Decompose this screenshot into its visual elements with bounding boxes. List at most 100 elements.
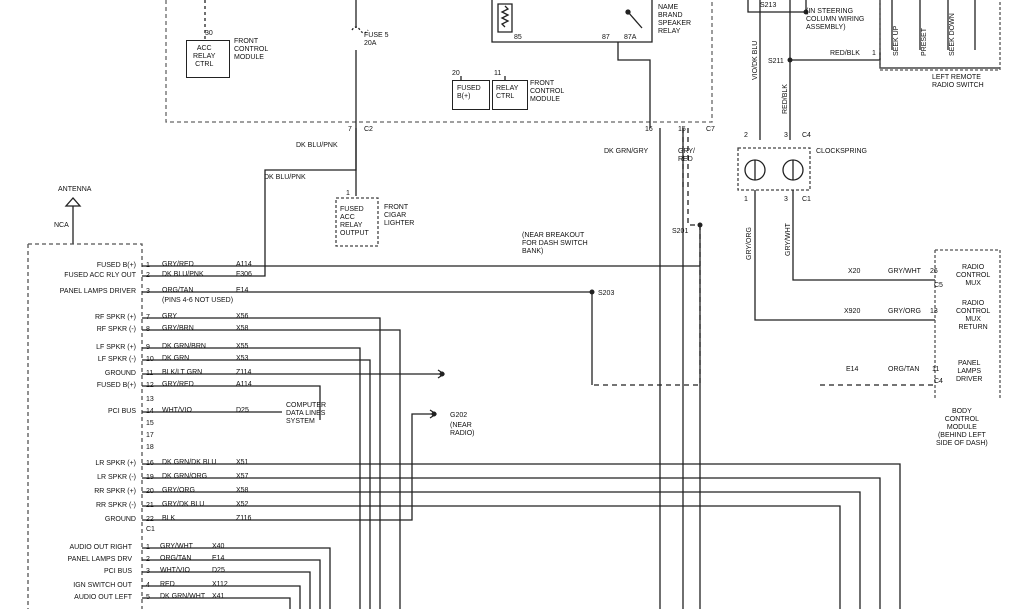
pin-20: 20 bbox=[452, 70, 460, 77]
nca-label: NCA bbox=[54, 222, 69, 229]
wire-gry-wht-vert: GRY/WHT bbox=[785, 223, 792, 256]
radio-c2-pin-number: 4 bbox=[146, 582, 150, 589]
bcm-x20: X20 bbox=[848, 268, 861, 275]
radio-pin-circuit: F306 bbox=[236, 271, 252, 278]
radio-pin-number: 3 bbox=[146, 288, 150, 295]
c4-pin-3: 3 bbox=[784, 132, 788, 139]
radio-c2-pin-wire-color: DK GRN/WHT bbox=[160, 593, 206, 600]
radio-pin-number: 14 bbox=[146, 408, 154, 415]
radio-pin-wire-color: WHT/VIO bbox=[162, 407, 192, 414]
s213-label: S213 bbox=[760, 2, 777, 9]
wire-dk-blu-pnk: DK BLU/PNK bbox=[296, 142, 338, 149]
front-cigar-lighter: FRONT CIGAR LIGHTER bbox=[384, 204, 415, 227]
radio-c2-pin-label: AUDIO OUT LEFT bbox=[74, 594, 132, 601]
bcm-c4: C4 bbox=[934, 378, 943, 385]
radio-pin-circuit: A114 bbox=[236, 381, 252, 388]
radio-pin-number: 17 bbox=[146, 432, 154, 439]
wire-gry-red: GRY/ RED bbox=[678, 148, 695, 163]
radio-c2-pin-circuit: X40 bbox=[212, 543, 225, 550]
wire-relay-87a bbox=[617, 42, 651, 128]
switch-seek-up[interactable]: SEEK UP bbox=[893, 25, 900, 56]
wire-dk-blu-pnk-c2 bbox=[264, 112, 357, 265]
radio-pin-label: PCI BUS bbox=[107, 408, 136, 415]
radio-pin-number: 11 bbox=[146, 370, 154, 377]
radio-pin-wire-color: GRY/RED bbox=[162, 381, 194, 388]
antenna-label: ANTENNA bbox=[58, 186, 92, 193]
radio-outline bbox=[27, 243, 143, 609]
radio-c2-pin-label: PANEL LAMPS DRV bbox=[67, 556, 132, 563]
radio-pin-wire-color: DK BLU/PNK bbox=[162, 271, 204, 278]
panel-lamps-driver: PANEL LAMPS DRIVER bbox=[956, 360, 983, 383]
radio-pin-number: 22 bbox=[146, 516, 154, 523]
fused-b-box: FUSED B(+) bbox=[452, 80, 490, 110]
c1-pin-1: 1 bbox=[744, 196, 748, 203]
radio-pin-number: 15 bbox=[146, 420, 154, 427]
remote-switch-box bbox=[879, 0, 1001, 71]
pin-87a: 87A bbox=[624, 34, 637, 41]
acc-relay-ctrl-label: ACC RELAY CTRL bbox=[193, 45, 216, 68]
radio-pin-number: 2 bbox=[146, 272, 150, 279]
pin-11: 11 bbox=[494, 70, 502, 77]
radio-pin-circuit: X57 bbox=[236, 473, 249, 480]
radio-pin-label: LR SPKR (+) bbox=[95, 460, 136, 467]
left-remote-label: LEFT REMOTE RADIO SWITCH bbox=[932, 74, 984, 89]
radio-pin-wire-color: GRY/BRN bbox=[162, 325, 194, 332]
radio-pin-number: 9 bbox=[146, 344, 150, 351]
c1-label: C1 bbox=[802, 196, 811, 203]
fused-b-label: FUSED B(+) bbox=[457, 85, 481, 100]
radio-pin-number: 21 bbox=[146, 502, 154, 509]
radio-c2-pin-circuit: X112 bbox=[212, 581, 228, 588]
relay-box-outline bbox=[491, 0, 653, 43]
radio-pin-label: LF SPKR (+) bbox=[96, 344, 136, 351]
pin-30: 30 bbox=[205, 30, 213, 37]
radio-pin-circuit: X56 bbox=[236, 313, 249, 320]
switch-preset[interactable]: PRESET bbox=[921, 27, 928, 56]
radio-pin-wire-color: GRY bbox=[162, 313, 178, 320]
radio-c2-pin-number: 5 bbox=[146, 594, 150, 601]
wire-red-blk-vert-label: RED/BLK bbox=[782, 84, 789, 114]
radio-pin-number: 16 bbox=[146, 460, 154, 467]
radio-pin-circuit: X52 bbox=[236, 501, 249, 508]
c1-pin-3: 3 bbox=[784, 196, 788, 203]
radio-pin-label: FUSED B(+) bbox=[96, 382, 136, 389]
radio-pin-wire-color: BLK bbox=[162, 515, 176, 522]
radio-pin-number: 10 bbox=[146, 356, 154, 363]
front-control-module-outline bbox=[165, 0, 713, 123]
radio-pin-wire-color: ORG/TAN bbox=[162, 287, 194, 294]
pin-87: 87 bbox=[602, 34, 610, 41]
relay-inner bbox=[497, 3, 513, 33]
radio-pin-wire-color: DK GRN bbox=[162, 355, 190, 362]
bcm-pin-11: 11 bbox=[932, 366, 940, 373]
s203-label: S203 bbox=[598, 290, 615, 297]
g202-note: (NEAR RADIO) bbox=[450, 422, 475, 437]
radio-c2-pin-wire-color: RED bbox=[160, 581, 175, 588]
radio-pin-number: 8 bbox=[146, 326, 150, 333]
radio-c2-pin-number: 2 bbox=[146, 556, 150, 563]
bcm-e14: E14 bbox=[846, 366, 859, 373]
radio-pin-wire-color: GRY/RED bbox=[162, 261, 194, 268]
radio-pin-circuit: A114 bbox=[236, 261, 252, 268]
pin-85: 85 bbox=[514, 34, 522, 41]
relay-ctrl-box: RELAY CTRL bbox=[492, 80, 528, 110]
switch-seek-down[interactable]: SEEK DOWN bbox=[949, 13, 956, 56]
bcm-x920: X920 bbox=[844, 308, 861, 315]
radio-c2-pin-label: AUDIO OUT RIGHT bbox=[69, 544, 132, 551]
c4-pin-2: 2 bbox=[744, 132, 748, 139]
radio-pin-circuit: X58 bbox=[236, 487, 249, 494]
c4-label: C4 bbox=[802, 132, 811, 139]
body-control-module-label: BODY CONTROL MODULE (BEHIND LEFT SIDE OF… bbox=[936, 408, 988, 447]
c7-label: C7 bbox=[706, 126, 715, 133]
radio-pin-label: RF SPKR (-) bbox=[96, 326, 136, 333]
radio-pin-label: PANEL LAMPS DRIVER bbox=[59, 288, 136, 295]
bcm-gry-org: GRY/ORG bbox=[888, 308, 921, 315]
steering-note: (IN STEERING COLUMN WIRING ASSEMBLY) bbox=[806, 8, 865, 31]
radio-pin-wire-color: DK GRN/ORG bbox=[162, 473, 208, 480]
radio-pin-label: GROUND bbox=[104, 370, 136, 377]
fused-acc-relay-output: FUSED ACC RELAY OUTPUT bbox=[340, 206, 369, 237]
radio-pin-number: 13 bbox=[146, 396, 154, 403]
radio-pin-number: 7 bbox=[146, 314, 150, 321]
radio-control-mux-return: RADIO CONTROL MUX RETURN bbox=[956, 300, 991, 331]
radio-pin-label: RR SPKR (-) bbox=[95, 502, 136, 509]
radio-pin-label: FUSED B(+) bbox=[96, 262, 136, 269]
radio-pin-label: FUSED ACC RLY OUT bbox=[64, 272, 136, 279]
